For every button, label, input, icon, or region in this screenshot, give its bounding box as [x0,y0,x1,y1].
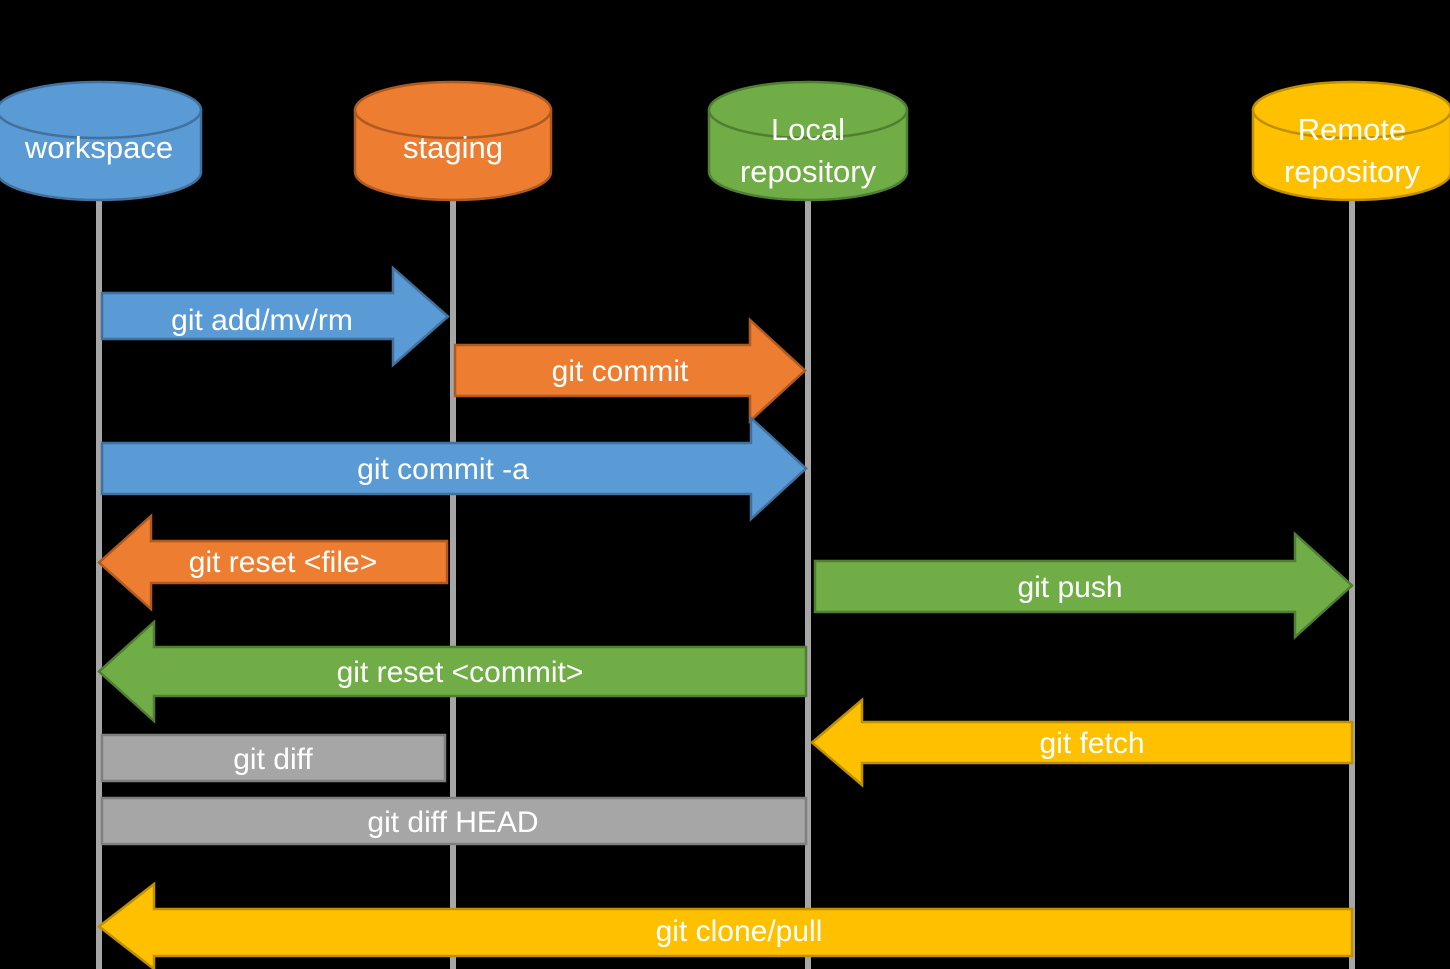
arrow-label-git-reset-commit: git reset <commit> [337,656,584,689]
arrow-git-clone-pull[interactable]: git clone/pull [96,881,1354,969]
arrow-label-git-fetch: git fetch [1039,727,1144,760]
cylinder-top-staging [353,80,553,140]
cylinder-top-local-repository [707,80,909,140]
arrow-shape-git-push [813,531,1354,640]
lifelines-group [96,194,1355,969]
cylinder-label-local-repository: repository [740,154,877,189]
cylinder-label-remote-repository: repository [1284,154,1421,189]
arrows-group: git add/mv/rm git commit git commit -a git … [96,265,1354,969]
cylinder-staging[interactable]: staging [353,80,553,202]
arrow-label-git-commit-a: git commit -a [357,453,529,486]
cylinder-label-local-repository: Local [771,112,845,147]
arrow-git-diff[interactable]: git diff [100,733,447,783]
arrow-label-git-diff-head: git diff HEAD [367,806,538,839]
cylinder-label-workspace: workspace [24,130,173,165]
arrow-git-reset-commit[interactable]: git reset <commit> [97,619,808,724]
arrow-git-add[interactable]: git add/mv/rm [100,265,450,368]
arrow-shape-git-commit [453,317,807,424]
arrow-shape-git-reset-commit [97,619,808,724]
arrow-git-push[interactable]: git push [813,531,1354,640]
lifeline-local-repository [805,194,811,969]
arrow-shape-git-reset-file [97,513,449,612]
arrow-git-commit[interactable]: git commit [453,317,807,424]
arrow-shape-git-commit-a [100,415,808,522]
cylinder-top-remote-repository [1251,80,1450,140]
lifeline-workspace [96,194,102,969]
arrow-shape-git-add [100,265,450,368]
cylinder-top-workspace [0,80,203,140]
arrow-label-git-add: git add/mv/rm [171,304,353,337]
arrow-label-git-reset-file: git reset <file> [189,546,377,579]
arrow-git-fetch[interactable]: git fetch [810,697,1354,788]
lifeline-remote-repository [1349,194,1355,969]
arrow-git-commit-a[interactable]: git commit -a [100,415,808,522]
arrow-label-git-commit: git commit [552,355,689,388]
cylinder-label-staging: staging [403,130,503,165]
arrow-label-git-clone-pull: git clone/pull [656,915,823,948]
arrow-shape-git-fetch [810,697,1354,788]
arrow-label-git-diff: git diff [233,743,313,776]
arrow-git-diff-head[interactable]: git diff HEAD [100,796,808,846]
arrow-shape-git-clone-pull [96,881,1354,969]
cylinder-label-remote-repository: Remote [1298,112,1407,147]
arrow-git-reset-file[interactable]: git reset <file> [97,513,449,612]
cylinders-group: workspace staging Local repository Remote rep… [0,80,1450,202]
arrow-shape-git-diff [100,733,447,783]
cylinder-remote-repository[interactable]: Remote repository [1251,80,1450,202]
lifeline-staging [450,194,456,969]
arrow-shape-git-diff-head [100,796,808,846]
arrow-label-git-push: git push [1017,571,1122,604]
cylinder-local-repository[interactable]: Local repository [707,80,909,202]
cylinder-workspace[interactable]: workspace [0,80,203,202]
